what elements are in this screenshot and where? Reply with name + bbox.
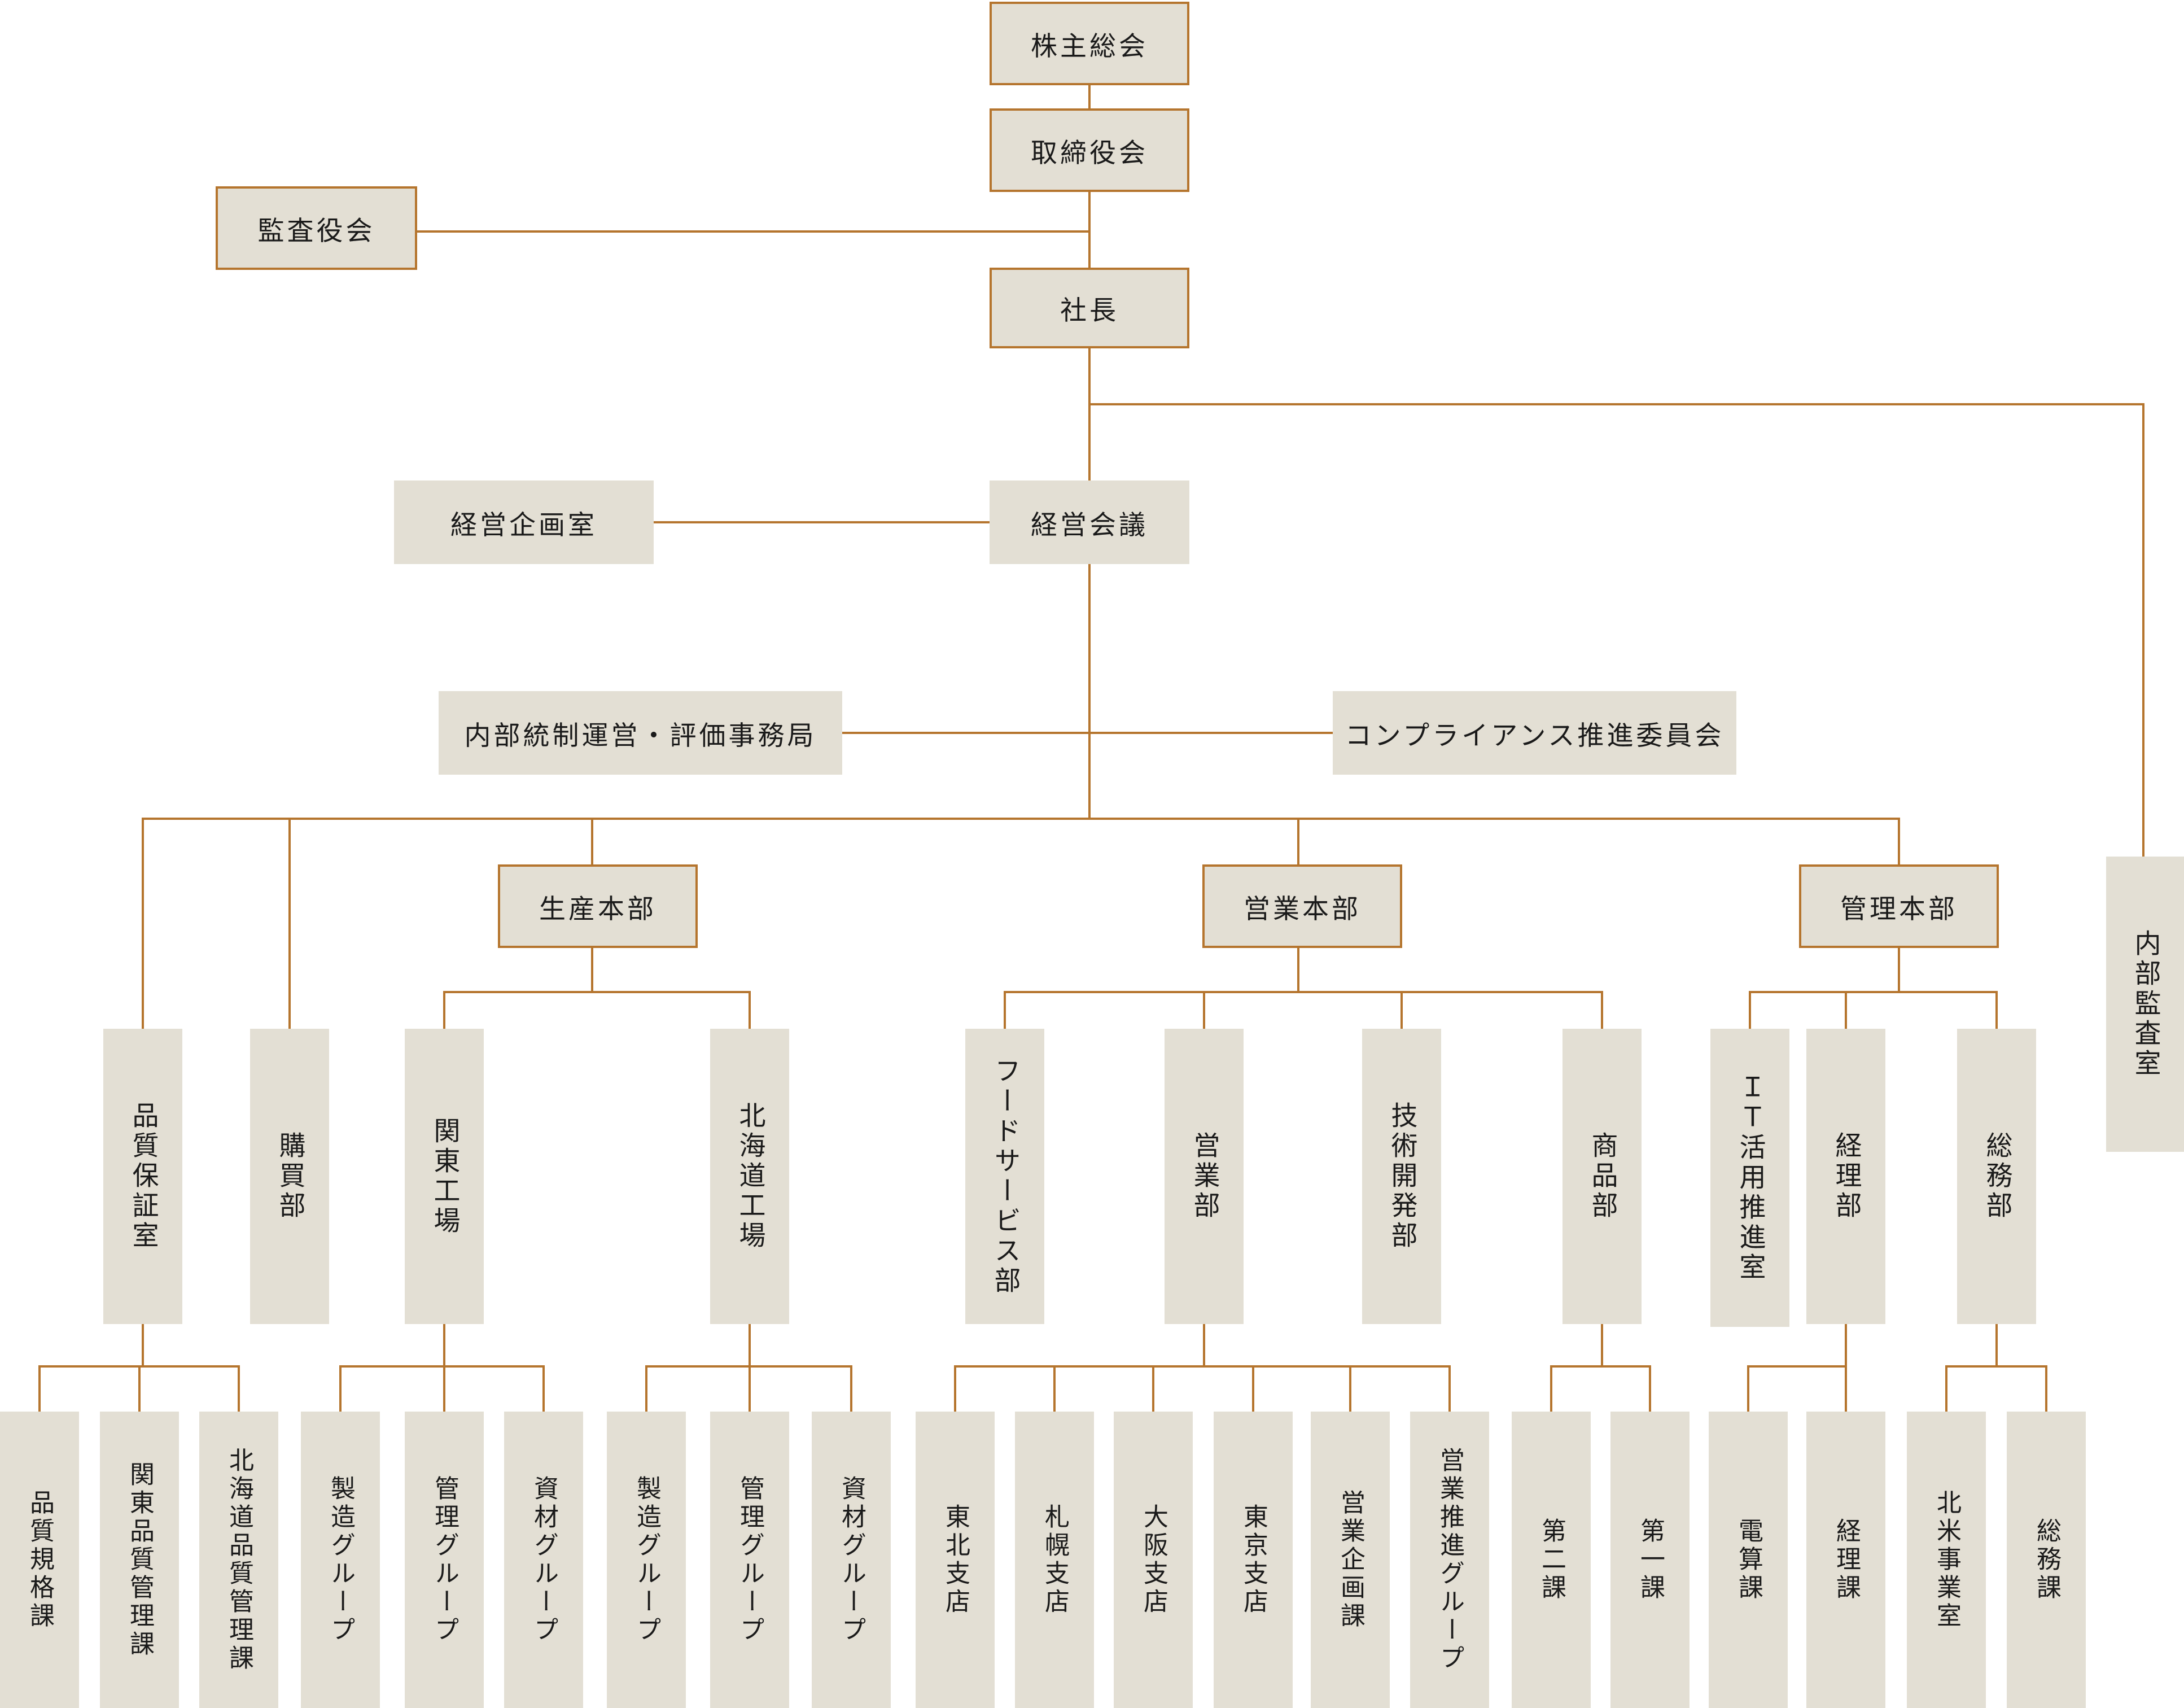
node-tohoku-branch: 東北支店 — [916, 1412, 995, 1708]
node-internal-audit: 内部監査室 — [2106, 857, 2184, 1152]
node-general-affairs-dept: 総務部 — [1957, 1029, 2036, 1324]
node-shareholders: 株主総会 — [990, 2, 1189, 85]
node-sales-planning: 営業企画課 — [1311, 1412, 1390, 1708]
node-section-1: 第一課 — [1610, 1412, 1690, 1708]
node-purchasing: 購買部 — [250, 1029, 329, 1324]
node-sales-hq: 営業本部 — [1202, 864, 1402, 948]
node-admin-hq: 管理本部 — [1799, 864, 1999, 948]
node-it-office: ＩＴ活用推進室 — [1710, 1029, 1789, 1327]
node-kanto-qc: 関東品質管理課 — [100, 1412, 179, 1708]
node-food-service: フードサービス部 — [965, 1029, 1044, 1324]
node-compliance: コンプライアンス推進委員会 — [1333, 691, 1736, 775]
node-sapporo-branch: 札幌支店 — [1015, 1412, 1094, 1708]
node-north-america-office: 北米事業室 — [1907, 1412, 1986, 1708]
node-hokkaido-mgmt: 管理グループ — [710, 1412, 789, 1708]
node-kanto-mgmt: 管理グループ — [405, 1412, 484, 1708]
node-hokkaido-mfg: 製造グループ — [607, 1412, 686, 1708]
node-hokkaido-factory: 北海道工場 — [710, 1029, 789, 1324]
node-hokkaido-materials: 資材グループ — [812, 1412, 891, 1708]
node-hokkaido-qc: 北海道品質管理課 — [199, 1412, 278, 1708]
node-accounting-dept: 経理部 — [1806, 1029, 1885, 1324]
node-president: 社長 — [990, 268, 1189, 348]
node-quality-assurance: 品質保証室 — [103, 1029, 182, 1324]
node-general-affairs-section: 総務課 — [2007, 1412, 2086, 1708]
node-production-hq: 生産本部 — [498, 864, 698, 948]
node-sales-dept: 営業部 — [1165, 1029, 1244, 1324]
node-quality-standards: 品質規格課 — [0, 1412, 79, 1708]
node-internal-control: 内部統制運営・評価事務局 — [439, 691, 842, 775]
node-tokyo-branch: 東京支店 — [1214, 1412, 1293, 1708]
node-kanto-materials: 資材グループ — [504, 1412, 583, 1708]
node-products: 商品部 — [1562, 1029, 1642, 1324]
node-computing-section: 電算課 — [1709, 1412, 1788, 1708]
node-auditors: 監査役会 — [216, 186, 417, 270]
node-section-2: 第二課 — [1512, 1412, 1591, 1708]
node-accounting-section: 経理課 — [1806, 1412, 1885, 1708]
node-sales-promotion: 営業推進グループ — [1410, 1412, 1489, 1708]
node-tech-dev: 技術開発部 — [1362, 1029, 1441, 1324]
node-board: 取締役会 — [990, 108, 1189, 192]
node-kanto-factory: 関東工場 — [405, 1029, 484, 1324]
node-mgmt-meeting: 経営会議 — [990, 480, 1189, 564]
node-osaka-branch: 大阪支店 — [1114, 1412, 1193, 1708]
node-kanto-mfg: 製造グループ — [301, 1412, 380, 1708]
node-planning-office: 経営企画室 — [394, 480, 654, 564]
